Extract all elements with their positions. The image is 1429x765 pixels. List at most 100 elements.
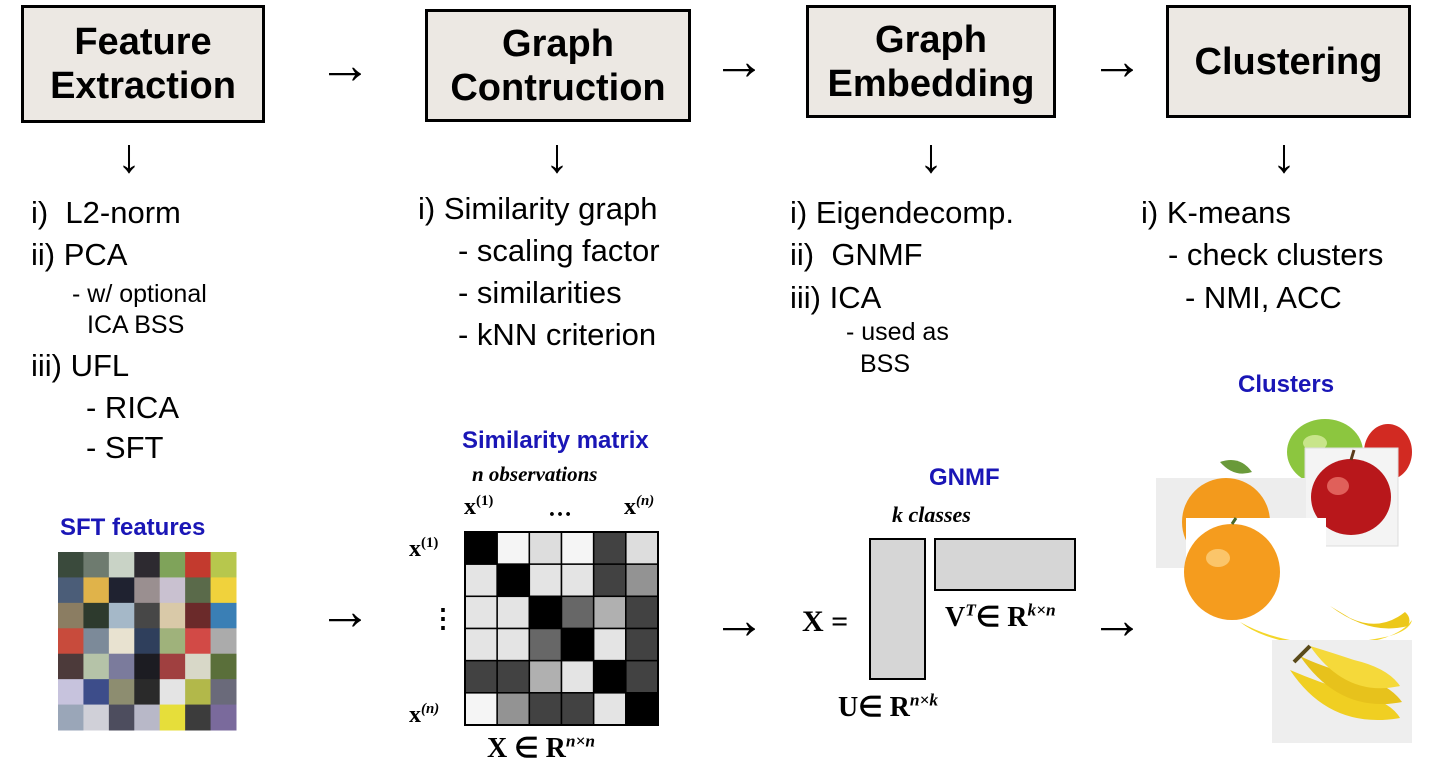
v-label: VT∈ Rk×n	[945, 600, 1056, 633]
sft-feature-tile	[58, 577, 84, 604]
arrow-down-icon: ↓	[1272, 130, 1296, 183]
sft-feature-tile	[58, 552, 84, 578]
similarity-cell	[592, 563, 627, 598]
arrow-right-icon: →	[318, 35, 372, 95]
list-item: ii) GNMF	[790, 237, 923, 272]
sft-feature-tile	[159, 602, 186, 629]
sft-feature-tile	[185, 628, 212, 655]
sft-feature-tile	[159, 552, 186, 578]
sft-feature-tile	[159, 628, 186, 655]
similarity-cell	[496, 659, 531, 694]
sft-feature-tile	[185, 704, 212, 731]
list-item: - check clusters	[1168, 237, 1384, 272]
sft-feature-tile	[83, 602, 110, 629]
sft-feature-tile	[210, 653, 237, 680]
sft-feature-tile	[210, 704, 237, 731]
similarity-cell	[592, 595, 627, 630]
list-item: ICA BSS	[87, 311, 185, 339]
sft-feature-tile	[58, 679, 84, 706]
arrow-right-icon: →	[712, 590, 766, 650]
clusters-image	[1156, 419, 1412, 743]
sft-feature-tile	[185, 577, 212, 604]
list-item: i) Similarity graph	[418, 191, 658, 226]
stage-title: Feature Extraction	[50, 21, 236, 107]
similarity-cell	[560, 531, 595, 565]
stage-title: Clustering	[1194, 40, 1383, 83]
list-item: iii) ICA	[790, 280, 882, 315]
similarity-cell	[496, 531, 531, 565]
similarity-cell	[528, 659, 563, 694]
list-item: - kNN criterion	[458, 317, 657, 352]
sft-feature-tile	[134, 679, 161, 706]
u-label: U∈ Rn×k	[838, 690, 939, 723]
similarity-cell	[625, 531, 659, 565]
sft-feature-tile	[159, 704, 186, 731]
similarity-cell	[625, 692, 659, 726]
similarity-matrix	[464, 531, 659, 726]
sft-feature-tile	[83, 704, 110, 731]
sft-feature-tile	[58, 602, 84, 629]
list-item: - w/ optional	[72, 280, 207, 308]
sft-feature-tile	[83, 628, 110, 655]
row-label-last: x(n)	[409, 701, 440, 728]
sft-feature-tile	[159, 653, 186, 680]
similarity-cell	[528, 692, 563, 726]
sft-feature-tile	[159, 679, 186, 706]
arrow-down-icon: ↓	[117, 130, 141, 183]
similarity-cell	[496, 692, 531, 726]
list-item: ii) PCA	[31, 237, 128, 272]
classes-label: k classes	[892, 502, 971, 527]
sft-feature-tile	[134, 704, 161, 731]
similarity-cell	[496, 595, 531, 630]
sft-feature-tile	[108, 679, 135, 706]
sft-feature-tile	[185, 679, 212, 706]
arrow-right-icon: →	[318, 581, 372, 641]
gnmf-title: GNMF	[929, 464, 1000, 491]
list-item: - RICA	[86, 390, 179, 425]
similarity-cell	[464, 595, 498, 630]
similarity-cell	[560, 692, 595, 726]
sft-feature-tile	[185, 602, 212, 629]
similarity-cell	[464, 563, 498, 598]
list-item: i) Eigendecomp.	[790, 195, 1015, 230]
similarity-matrix-border	[464, 531, 659, 726]
gnmf-lhs: X =	[802, 605, 849, 638]
row-label-first: x(1)	[409, 535, 439, 562]
sft-feature-tile	[185, 653, 212, 680]
similarity-cell	[528, 531, 563, 565]
clusters-title: Clusters	[1238, 371, 1335, 398]
sft-feature-tile	[185, 552, 212, 578]
similarity-cell	[528, 563, 563, 598]
sft-feature-tile	[83, 577, 110, 604]
similarity-cell	[625, 595, 659, 630]
similarity-cell	[560, 627, 595, 662]
list-item: i) L2-norm	[31, 195, 181, 230]
col-label-dots: …	[548, 496, 572, 522]
sft-feature-tile	[108, 552, 135, 578]
stage-title: Graph Contruction	[450, 22, 666, 109]
similarity-cell	[625, 627, 659, 662]
similarity-cell	[592, 659, 627, 694]
sft-feature-tile	[210, 577, 237, 604]
sft-feature-tile	[108, 602, 135, 629]
similarity-cell	[592, 692, 627, 726]
sft-feature-tile	[58, 704, 84, 731]
list-item: iii) UFL	[31, 348, 130, 383]
sft-feature-tile	[210, 602, 237, 629]
similarity-formula: X ∈ Rn×n	[487, 731, 596, 764]
similarity-cell	[592, 627, 627, 662]
arrow-down-icon: ↓	[545, 130, 569, 183]
stage-clustering: Clustering	[1166, 5, 1411, 118]
similarity-cell	[464, 659, 498, 694]
sft-feature-tile	[108, 577, 135, 604]
similarity-cell	[560, 659, 595, 694]
sft-feature-tile	[210, 628, 237, 655]
sft-feature-tile	[108, 628, 135, 655]
similarity-cell	[528, 595, 563, 630]
sft-features-image	[58, 552, 237, 731]
sft-feature-tile	[134, 577, 161, 604]
sft-feature-tile	[210, 679, 237, 706]
sft-feature-tile	[134, 552, 161, 578]
arrow-right-icon: →	[1090, 590, 1144, 650]
list-item: BSS	[860, 350, 911, 378]
